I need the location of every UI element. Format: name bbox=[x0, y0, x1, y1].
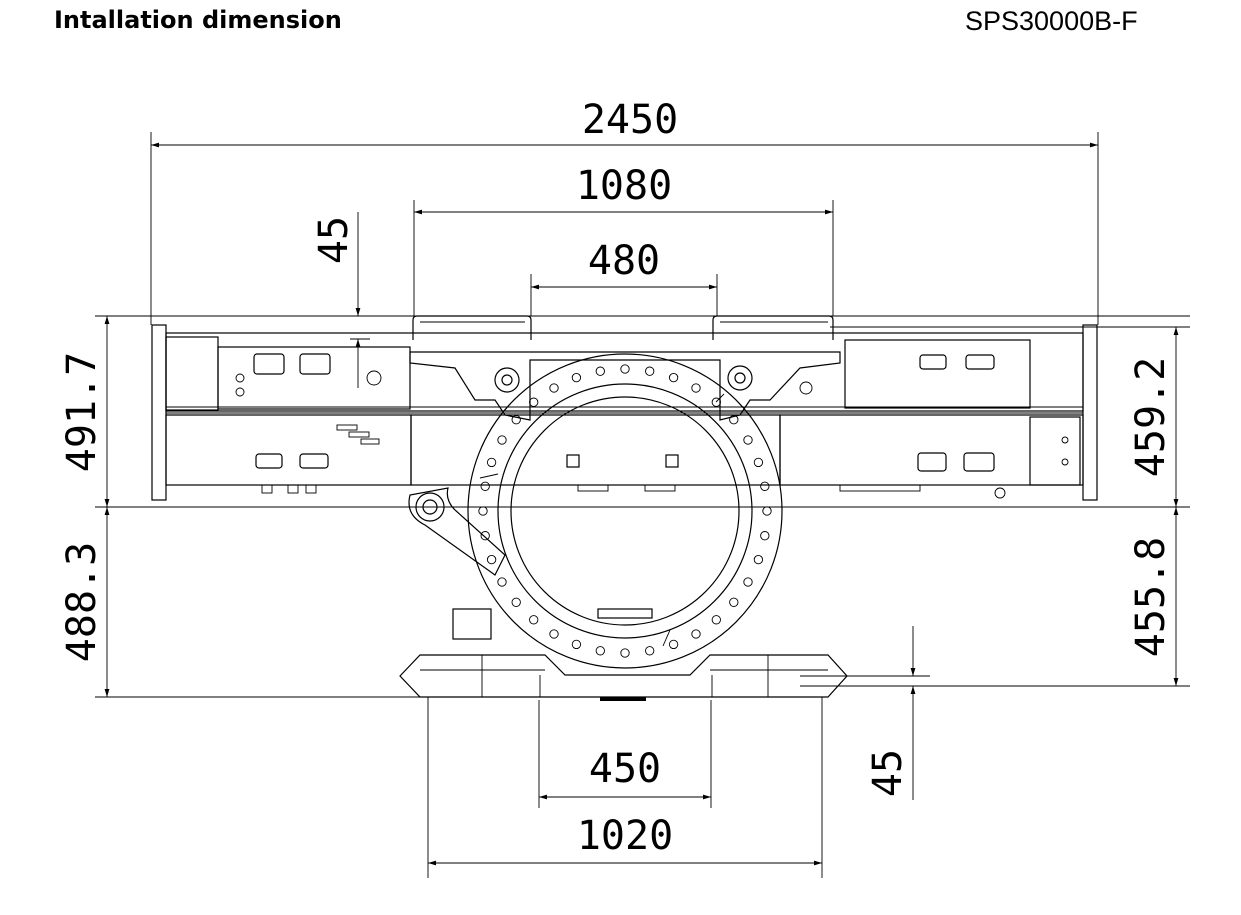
bolt-hole bbox=[691, 629, 701, 639]
dimension-lines bbox=[104, 142, 1179, 866]
dim-overall-width: 2450 bbox=[582, 97, 678, 143]
bolt-hole bbox=[729, 415, 739, 425]
bolt-hole bbox=[511, 415, 521, 425]
base-foot bbox=[399, 654, 848, 701]
dim-foot-outer-width: 1020 bbox=[577, 813, 673, 859]
bolt-hole bbox=[571, 372, 582, 383]
bolt-hole bbox=[729, 597, 739, 607]
bolt-hole bbox=[486, 554, 497, 565]
bolt-hole bbox=[549, 629, 559, 639]
bolt-hole bbox=[645, 366, 655, 376]
bolt-hole bbox=[711, 615, 721, 625]
bolt-hole bbox=[571, 639, 582, 650]
dim-rail-width: 1080 bbox=[576, 163, 672, 209]
rotary-ring bbox=[467, 353, 783, 669]
dim-inner-width: 480 bbox=[588, 238, 660, 284]
dim-right-upper-height: 459.2 bbox=[1128, 357, 1174, 477]
dim-foot-inner-width: 450 bbox=[589, 746, 661, 792]
bolt-hole bbox=[529, 615, 539, 625]
bolt-hole bbox=[753, 554, 764, 565]
ring-bolt-holes bbox=[478, 364, 772, 658]
bolt-hole bbox=[497, 435, 507, 445]
bolt-hole bbox=[743, 577, 753, 587]
dim-right-lower-height: 455.8 bbox=[1128, 537, 1174, 657]
bolt-hole bbox=[486, 457, 497, 468]
bolt-hole bbox=[511, 597, 521, 607]
bolt-hole bbox=[595, 646, 605, 656]
bolt-hole bbox=[760, 481, 770, 491]
bolt-hole bbox=[668, 639, 679, 650]
bolt-hole bbox=[762, 506, 772, 516]
bolt-hole bbox=[480, 481, 490, 491]
bolt-hole bbox=[760, 531, 770, 541]
bolt-hole bbox=[497, 577, 507, 587]
dim-top-offset: 45 bbox=[311, 216, 357, 264]
bolt-hole bbox=[478, 506, 488, 516]
bolt-hole bbox=[549, 383, 559, 393]
dim-left-lower-height: 488.3 bbox=[59, 542, 105, 662]
bolt-hole bbox=[595, 366, 605, 376]
bolt-hole bbox=[645, 646, 655, 656]
bolt-hole bbox=[620, 364, 630, 374]
bolt-hole bbox=[691, 383, 701, 393]
bolt-hole bbox=[480, 531, 490, 541]
dim-left-upper-height: 491.7 bbox=[59, 352, 105, 472]
bolt-hole bbox=[620, 648, 630, 658]
bolt-hole bbox=[743, 435, 753, 445]
bolt-hole bbox=[711, 397, 721, 407]
bolt-hole bbox=[529, 397, 539, 407]
model-number: SPS30000B-F bbox=[965, 6, 1138, 36]
dim-foot-offset: 45 bbox=[865, 749, 911, 797]
bolt-hole bbox=[668, 372, 679, 383]
bolt-hole bbox=[753, 457, 764, 468]
extension-lines bbox=[95, 132, 1190, 878]
page-title: Intallation dimension bbox=[54, 6, 342, 34]
